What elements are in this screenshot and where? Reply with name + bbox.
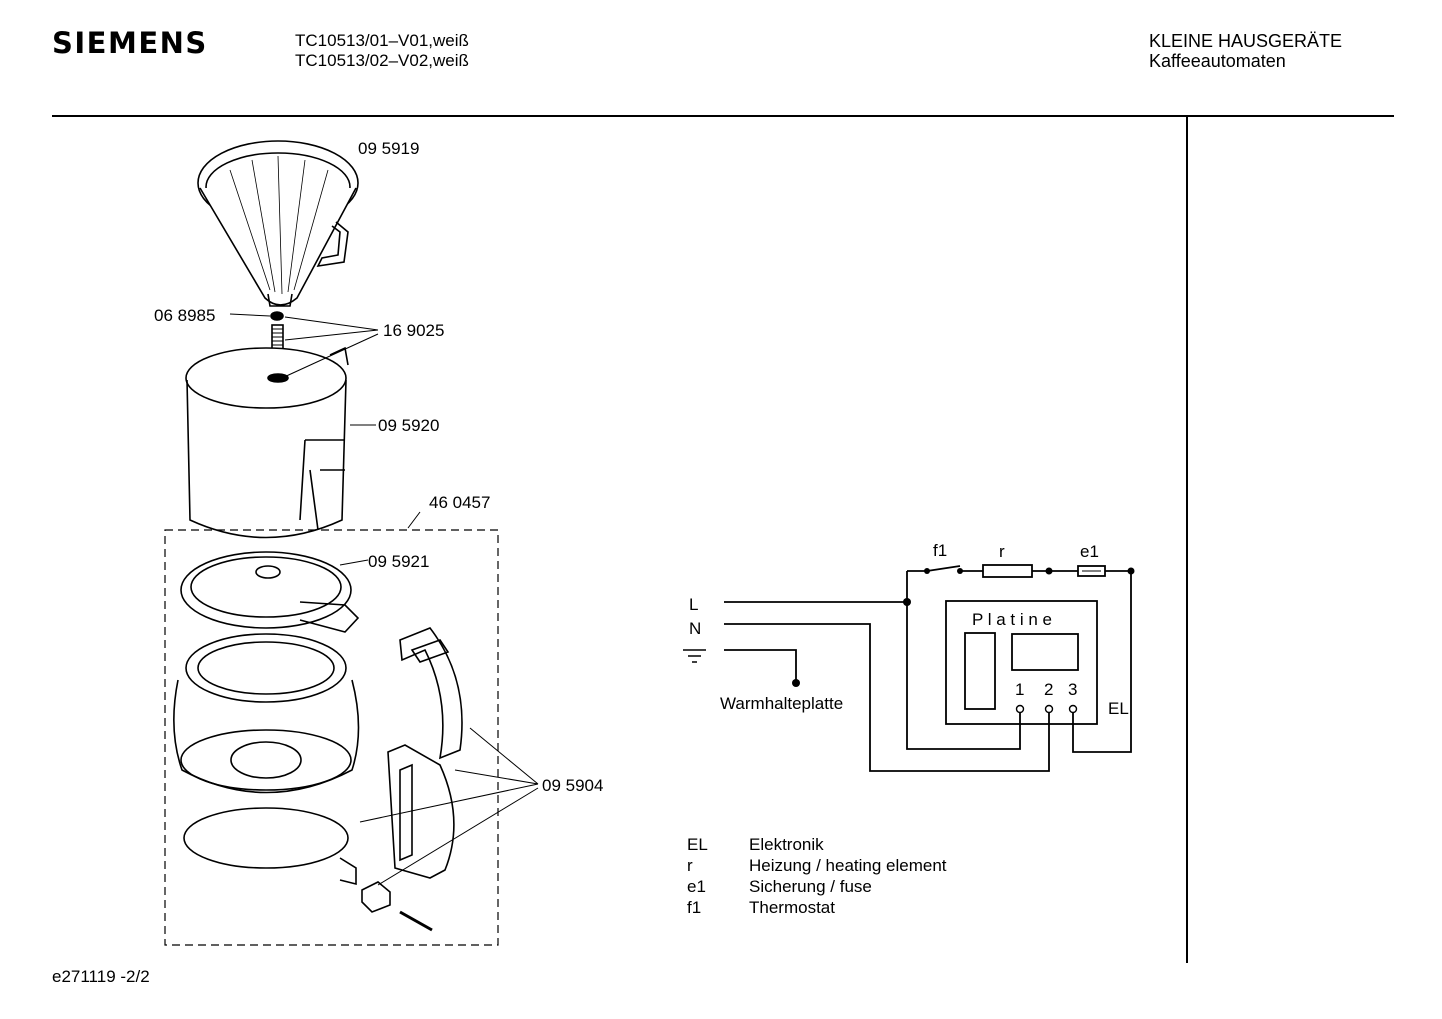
handle-parts-drawing [361,627,463,932]
part-label-filter: 09 5919 [358,139,419,158]
part-label-jug-lid: 09 5921 [368,552,429,571]
brand-logo: SIEMENS [52,26,208,60]
part-label-jug-set: 46 0457 [429,493,490,512]
legend-desc: Elektronik [749,835,824,854]
circuit-label-e1: e1 [1080,542,1099,561]
terminal-label-1: 1 [1015,680,1024,699]
category-title: KLEINE HAUSGERÄTE [1149,31,1343,51]
circuit-label-l: L [689,595,698,614]
legend-desc: Heizung / heating element [749,856,947,875]
circuit-label-el: EL [1108,699,1129,718]
circuit-diagram [683,564,1132,772]
jug-set-frame [164,529,499,946]
circuit-label-f1: f1 [933,541,947,560]
legend-desc: Sicherung / fuse [749,877,872,896]
document-id: e271119 -2/2 [52,967,150,986]
water-tank-drawing [185,346,349,539]
fuse-symbol [1077,565,1106,577]
side-divider [1186,117,1188,963]
thermostat-switch [926,565,961,572]
circuit-label-warming-plate: Warmhalteplatte [720,694,843,713]
jug-lid-drawing [180,551,360,633]
filter-cone-drawing [197,140,359,307]
ground-symbol [683,649,706,663]
seal-part [270,311,284,321]
part-label-valve: 16 9025 [383,321,444,340]
glass-jug-drawing [173,633,360,886]
circuit-label-n: N [689,619,701,638]
circuit-label-r: r [999,542,1005,561]
legend-desc: Thermostat [749,898,835,917]
legend-key: r [687,856,693,875]
part-label-seal: 06 8985 [154,306,215,325]
model-number-2: TC10513/02–V02,weiß [295,51,469,70]
part-label-lid: 09 5920 [378,416,439,435]
terminal-label-2: 2 [1044,680,1053,699]
legend-key: EL [687,835,708,854]
legend-key: f1 [687,898,702,917]
heater-symbol [982,564,1033,578]
category-subtitle: Kaffeeautomaten [1149,51,1286,71]
circuit-label-platine: P l a t i n e [972,610,1052,629]
terminal-label-3: 3 [1068,680,1077,699]
model-number-1: TC10513/01–V01,weiß [295,31,469,50]
part-label-handle: 09 5904 [542,776,603,795]
platine-board [945,600,1098,725]
legend-key: e1 [687,877,706,896]
header-divider [52,115,1394,117]
